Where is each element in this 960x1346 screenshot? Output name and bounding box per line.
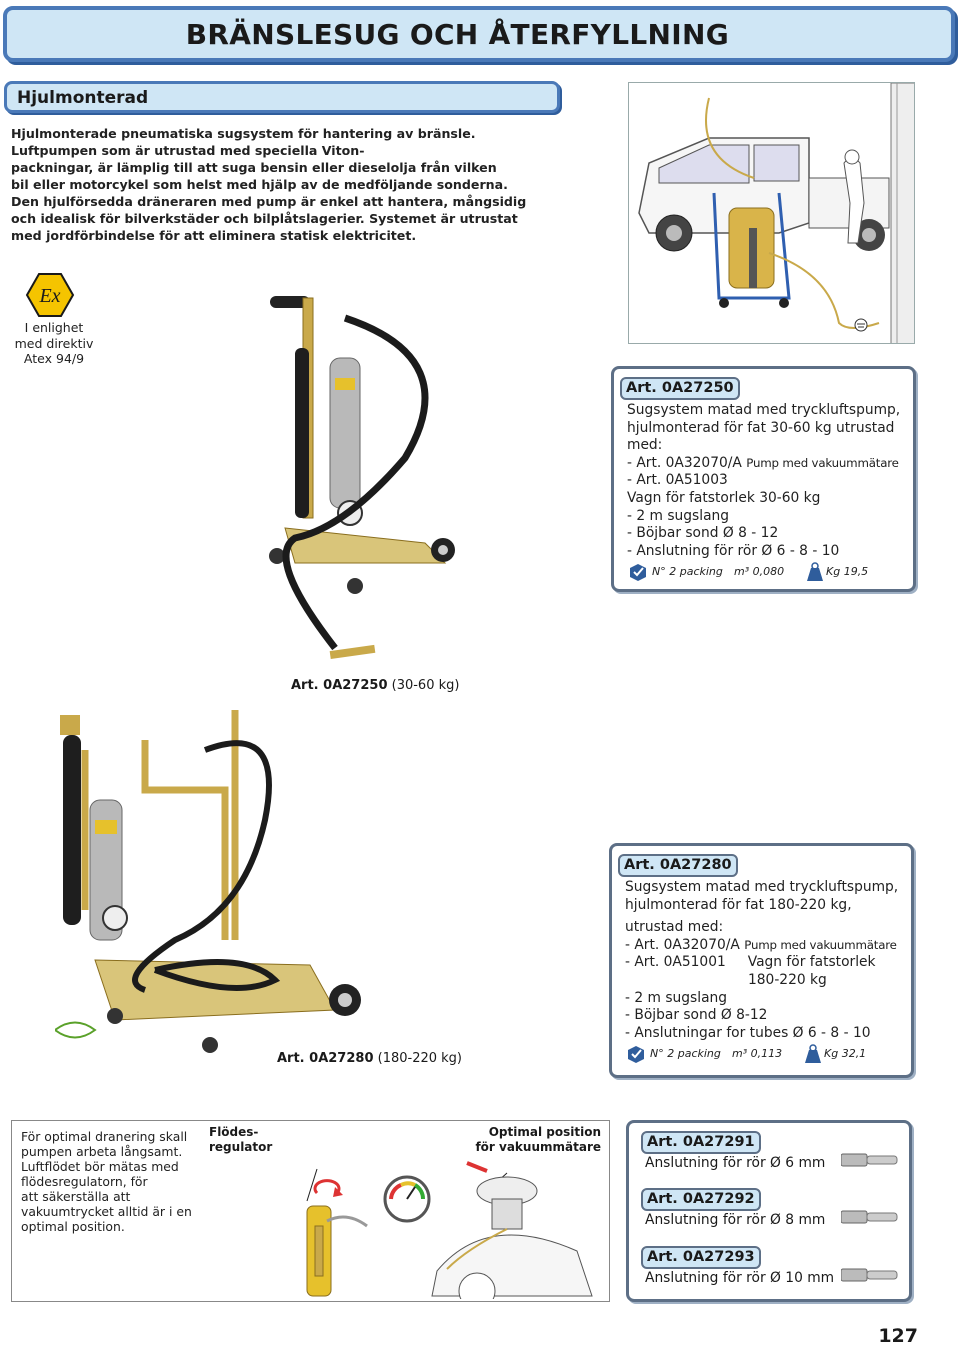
atex-line: Atex 94/9 bbox=[23, 351, 85, 366]
title-banner: BRÄNSLESUG OCH ÅTERFYLLNING bbox=[3, 6, 955, 62]
connector-item: Art. 0A27292 Anslutning för rör Ø 8 mm bbox=[641, 1188, 911, 1238]
product1-caption-art: Art. 0A27250 bbox=[291, 678, 388, 693]
packing-box-icon bbox=[628, 1046, 644, 1063]
product1-volume: m³ 0,080 bbox=[734, 565, 785, 578]
product-photo-0a27280 bbox=[55, 710, 361, 1053]
note-line: pumpen arbeta långsamt. bbox=[21, 1144, 183, 1159]
connector-description: Anslutning för rör Ø 6 mm bbox=[645, 1155, 826, 1171]
product2-caption-art: Art. 0A27280 bbox=[277, 1051, 374, 1066]
product1-line: - Anslutning för rör Ø 6 - 8 - 10 bbox=[627, 542, 840, 559]
product1-art-number: Art. 0A27250 bbox=[620, 377, 740, 400]
product1-description: Sugsystem matad med tryckluftspump, hjul… bbox=[627, 402, 900, 560]
product1-info-box: Art. 0A27250 Sugsystem matad med trycklu… bbox=[611, 366, 916, 592]
intro-line: Hjulmonterade pneumatiska sugsystem för … bbox=[11, 126, 476, 141]
hose-fitting-icon bbox=[841, 1268, 898, 1282]
product2-equipped-line: utrustad med: bbox=[625, 919, 724, 936]
product1-line: - 2 m sugslang bbox=[627, 507, 730, 524]
connector-art-number: Art. 0A27293 bbox=[641, 1246, 761, 1269]
product2-info-box: Art. 0A27280 Sugsystem matad med trycklu… bbox=[609, 843, 914, 1078]
product1-line: med: bbox=[627, 437, 663, 454]
section-banner: Hjulmonterad bbox=[4, 81, 560, 113]
connector-description: Anslutning för rör Ø 8 mm bbox=[645, 1212, 826, 1228]
intro-line: bil eller motorcykel som helst med hjälp… bbox=[11, 177, 508, 192]
intro-line: och idealisk för bilverkstäder och bilpl… bbox=[11, 211, 518, 226]
note-line: vakuumtrycket alltid är i en bbox=[21, 1204, 192, 1219]
product2-packing-row: N° 2 packing m³ 0,113 Kg 32,1 bbox=[626, 1044, 906, 1064]
product2-volume: m³ 0,113 bbox=[732, 1047, 783, 1060]
weight-icon bbox=[807, 562, 823, 581]
product1-line: Sugsystem matad med tryckluftspump, bbox=[627, 402, 901, 418]
product1-caption: Art. 0A27250 (30-60 kg) bbox=[291, 678, 459, 693]
flow-regulator-diagram bbox=[306, 1161, 593, 1299]
flow-regulator-label: Flödes- regulator bbox=[209, 1125, 273, 1154]
product2-cart-line: - Art. 0A51001 Vagn för fatstorlek bbox=[625, 954, 876, 971]
product2-weight: Kg 32,1 bbox=[824, 1047, 867, 1060]
operation-note-box: För optimal dranering skall pumpen arbet… bbox=[11, 1120, 610, 1302]
connector-art-number: Art. 0A27292 bbox=[641, 1188, 761, 1211]
note-line: optimal position. bbox=[21, 1219, 125, 1234]
product2-caption: Art. 0A27280 (180-220 kg) bbox=[277, 1051, 462, 1066]
atex-logo-text: Ex bbox=[38, 285, 60, 307]
rotate-arrow-icon bbox=[313, 1179, 343, 1197]
product2-line: Sugsystem matad med tryckluftspump, bbox=[625, 879, 899, 895]
intro-line: Den hjulförsedda dräneraren med pump är … bbox=[11, 194, 527, 209]
van-illustration-icon bbox=[638, 83, 914, 343]
packing-box-icon bbox=[630, 564, 646, 581]
hose-fitting-icon bbox=[841, 1153, 898, 1167]
intro-line: packningar, är lämplig till att suga ben… bbox=[11, 160, 497, 175]
product2-description: Sugsystem matad med tryckluftspump, hjul… bbox=[625, 879, 898, 1042]
section-title: Hjulmonterad bbox=[17, 88, 149, 108]
note-line: För optimal dranering skall bbox=[21, 1129, 188, 1144]
page-number: 127 bbox=[878, 1325, 918, 1346]
intro-line: med jordförbindelse för att eliminera st… bbox=[11, 228, 417, 243]
note-line: Luftflödet bör mätas med bbox=[21, 1159, 179, 1174]
product2-cart-range: 180-220 kg bbox=[748, 971, 827, 988]
operation-note: För optimal dranering skall pumpen arbet… bbox=[21, 1129, 196, 1234]
atex-ex-icon: Ex bbox=[25, 273, 75, 317]
product1-line: - Böjbar sond Ø 8 - 12 bbox=[627, 525, 779, 542]
product1-caption-range: (30-60 kg) bbox=[391, 678, 460, 693]
product2-line: - Anslutningar for tubes Ø 6 - 8 - 10 bbox=[625, 1024, 871, 1041]
atex-note: I enlighet med direktiv Atex 94/9 bbox=[14, 320, 94, 367]
product2-line: - 2 m sugslang bbox=[625, 989, 728, 1006]
workshop-illustration bbox=[628, 82, 915, 344]
product2-caption-range: (180-220 kg) bbox=[377, 1051, 462, 1066]
hose-fitting-icon bbox=[841, 1210, 898, 1224]
intro-paragraph: Hjulmonterade pneumatiska sugsystem för … bbox=[11, 125, 551, 244]
intro-line: Luftpumpen som är utrustad med speciella… bbox=[11, 143, 365, 158]
atex-line: I enlighet bbox=[24, 320, 84, 335]
product2-line: - Böjbar sond Ø 8-12 bbox=[625, 1007, 768, 1024]
note-line: flödesregulatorn, för bbox=[21, 1174, 148, 1189]
connector-item: Art. 0A27291 Anslutning för rör Ø 6 mm bbox=[641, 1131, 911, 1181]
product2-pump-line: - Art. 0A32070/A Pump med vakuummätare bbox=[625, 936, 897, 953]
product1-line: hjulmonterad för fat 30-60 kg utrustad bbox=[627, 419, 895, 436]
weight-icon bbox=[805, 1044, 821, 1063]
page-title: BRÄNSLESUG OCH ÅTERFYLLNING bbox=[185, 18, 729, 51]
product2-line: hjulmonterad för fat 180-220 kg, bbox=[625, 896, 852, 913]
product1-pump-line: - Art. 0A32070/A Pump med vakuummätare bbox=[627, 454, 899, 471]
optimal-position-label: Optimal position för vakuummätare bbox=[475, 1125, 601, 1154]
connector-description: Anslutning för rör Ø 10 mm bbox=[645, 1270, 835, 1286]
product1-line: - Art. 0A51003 bbox=[627, 472, 728, 489]
product1-packing: N° 2 packing bbox=[652, 565, 723, 578]
product1-weight: Kg 19,5 bbox=[826, 565, 869, 578]
atex-line: med direktiv bbox=[14, 335, 94, 351]
note-line: att säkerställa att bbox=[21, 1189, 131, 1204]
connector-item: Art. 0A27293 Anslutning för rör Ø 10 mm bbox=[641, 1246, 911, 1296]
connector-art-number: Art. 0A27291 bbox=[641, 1131, 761, 1154]
product2-packing: N° 2 packing bbox=[650, 1047, 721, 1060]
product1-packing-row: N° 2 packing m³ 0,080 Kg 19,5 bbox=[628, 562, 908, 582]
product-photo-0a27250 bbox=[269, 296, 455, 660]
product1-line: Vagn för fatstorlek 30-60 kg bbox=[627, 489, 821, 506]
connectors-box: Art. 0A27291 Anslutning för rör Ø 6 mm A… bbox=[626, 1120, 912, 1302]
product2-art-number: Art. 0A27280 bbox=[618, 854, 738, 877]
